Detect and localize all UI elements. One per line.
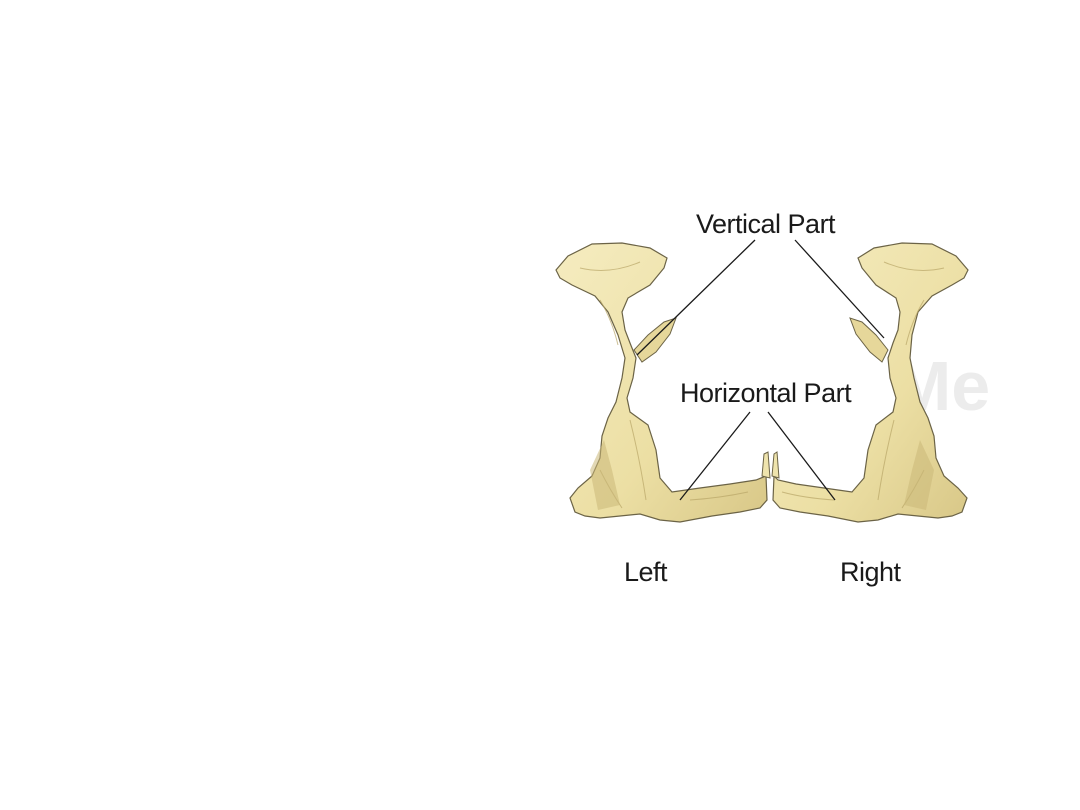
vertical-part-leader-left [636, 239, 756, 356]
horizontal-part-leader-left [679, 411, 751, 501]
right-palatine-bone [771, 242, 969, 523]
left-palatine-bone [555, 242, 771, 523]
horizontal-part-leader-right [767, 411, 836, 501]
horizontal-part-label: Horizontal Part [680, 378, 852, 408]
left-label: Left [624, 557, 668, 587]
left-bone-shape [555, 242, 768, 523]
right-label: Right [840, 557, 902, 587]
leader-lines [636, 239, 885, 501]
vertical-part-leader-right [794, 239, 885, 339]
vertical-part-label: Vertical Part [696, 209, 836, 239]
